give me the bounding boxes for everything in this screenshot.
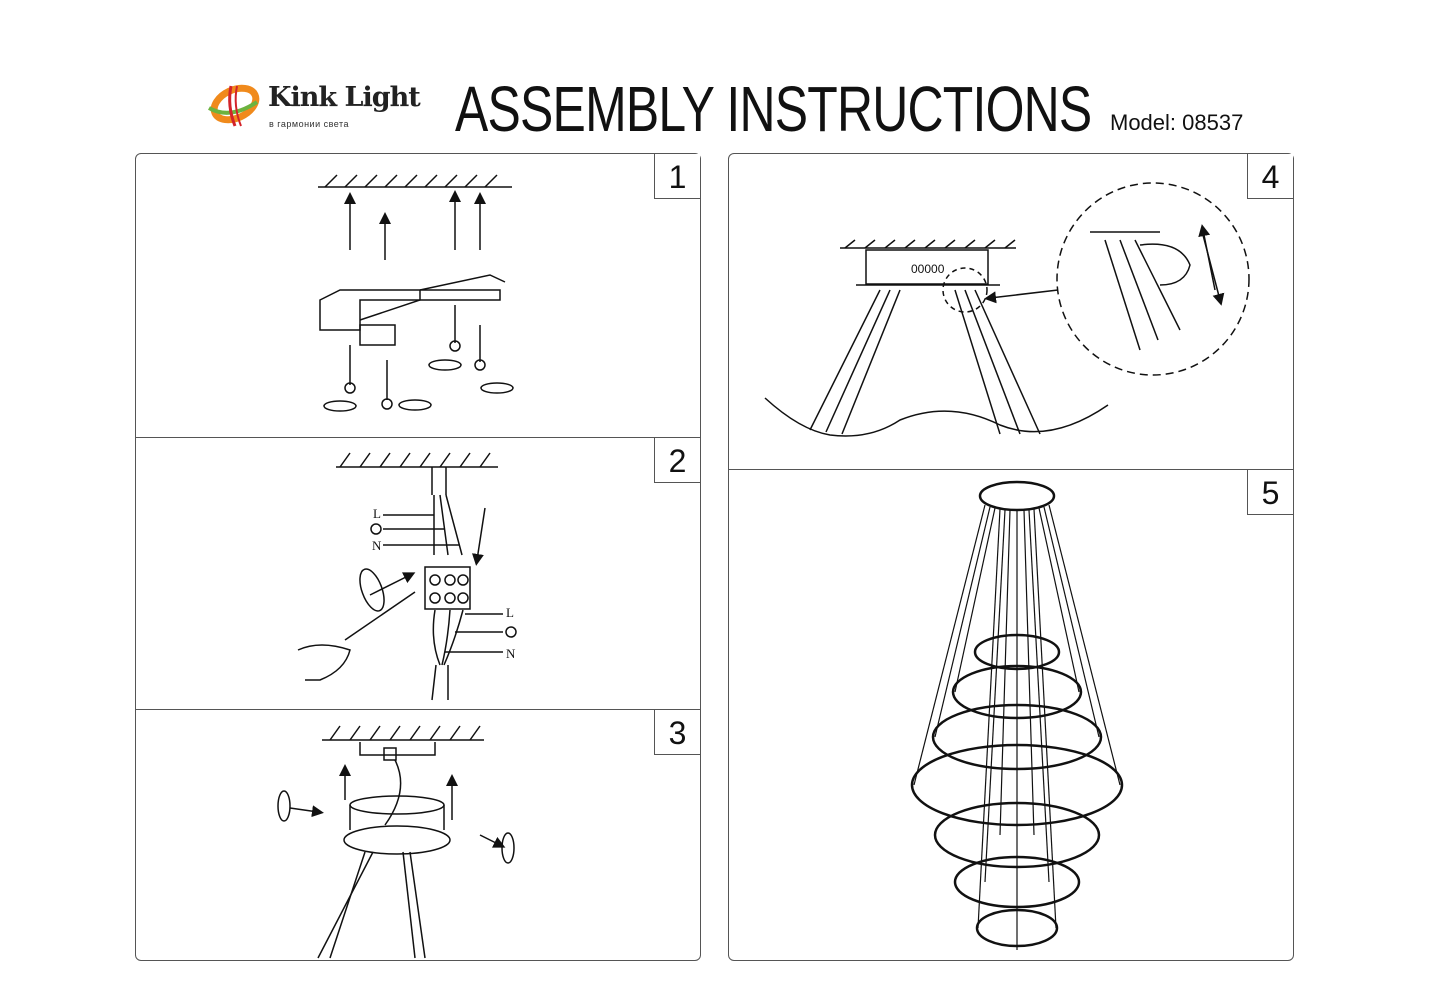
step2-wiring-illustration: [297, 452, 517, 701]
logo-mark-icon: [208, 84, 260, 127]
step5-assembled-chandelier-illustration: [910, 480, 1124, 950]
logo-name: Kink Light: [268, 82, 421, 113]
step-number-5: 5: [1247, 470, 1293, 515]
step1-mounting-bracket-illustration: [318, 174, 514, 412]
label-live-bottom: L: [506, 605, 514, 620]
step-number-1: 1: [654, 154, 700, 199]
canopy-marking: 00000: [911, 262, 945, 276]
steps-1-3-panel: [135, 153, 701, 961]
step-number-2: 2: [654, 438, 700, 483]
divider: [728, 469, 1293, 470]
steps-4-5-panel: [728, 153, 1294, 961]
step3-canopy-illustration: [277, 725, 515, 959]
label-neutral-top: N: [372, 538, 382, 553]
step-number-3: 3: [654, 710, 700, 755]
page-title: ASSEMBLY INSTRUCTIONS: [455, 73, 1092, 145]
label-live-top: L: [373, 506, 381, 521]
step-number-4: 4: [1247, 154, 1293, 199]
divider: [135, 709, 700, 710]
model-number: Model: 08537: [1110, 110, 1244, 135]
logo-tagline: в гармонии света: [269, 119, 350, 129]
divider: [135, 437, 700, 438]
label-neutral-bottom: N: [506, 646, 516, 661]
step4-height-adjust-illustration: [764, 182, 1250, 437]
brand-logo: [205, 80, 265, 130]
